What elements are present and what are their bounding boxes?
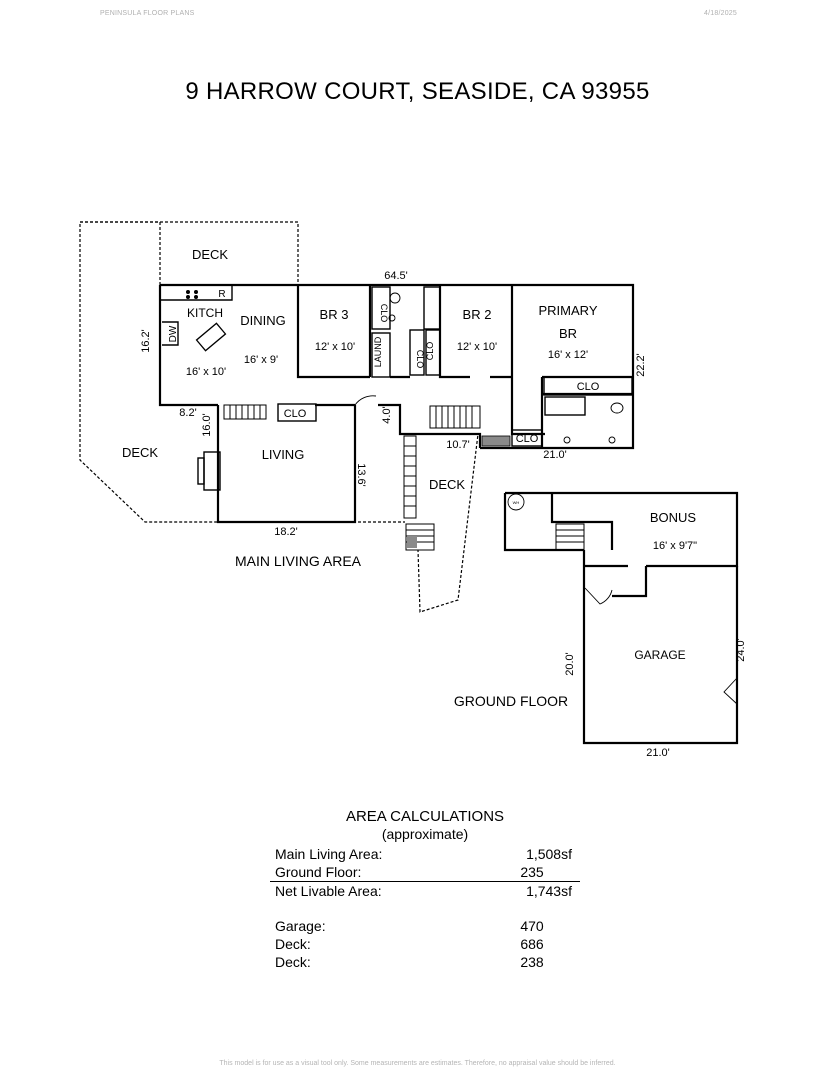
clo-primary-label: CLO: [577, 381, 600, 393]
main-walls: [158, 283, 635, 524]
dim-13-6: 13.6': [355, 463, 367, 487]
area-value: 1,508sf: [526, 846, 572, 862]
area-row: Garage: 470: [270, 917, 580, 935]
clo-primary: [543, 376, 633, 396]
stair-fill-1: [481, 435, 511, 447]
dim-8-2: 8.2': [179, 407, 196, 419]
area-label: Deck:: [275, 954, 311, 970]
clo-hall-label: CLO: [516, 433, 539, 445]
stairs: [223, 404, 585, 551]
main-living-label: MAIN LIVING AREA: [235, 553, 362, 569]
door-garage-side: [723, 677, 738, 705]
clo-br2-b: [425, 329, 441, 376]
dw-label: DW: [168, 325, 179, 342]
living-label: LIVING: [262, 447, 305, 462]
area-row: Deck: 686: [270, 935, 580, 953]
living-clo-label: CLO: [284, 408, 307, 420]
area-title: AREA CALCULATIONS: [345, 808, 505, 825]
area-subtitle: (approximate): [381, 826, 469, 842]
deck-mid-label: DECK: [429, 477, 465, 492]
dim-21-0-main: 21.0': [543, 449, 567, 461]
dim-16-2: 16.2': [140, 329, 152, 353]
stove-icon: [186, 290, 198, 299]
kitchen-island: [195, 322, 227, 352]
fireplace-hearth: [197, 457, 205, 485]
area-value: 470: [520, 918, 544, 934]
living-clo: [277, 403, 317, 422]
br2-size: 12' x 10': [457, 341, 497, 353]
area-value: 238: [520, 954, 544, 970]
ground-floor-label: GROUND FLOOR: [454, 693, 568, 709]
ground-floor-walls: [503, 491, 739, 745]
area-row: Net Livable Area: 1,743sf: [270, 882, 580, 900]
deck-mid-outline: [415, 433, 479, 613]
br3-size: 12' x 10': [315, 341, 355, 353]
primary-size: 16' x 12': [548, 349, 588, 361]
deck-top-outline: [79, 221, 218, 523]
dim-64-5: 64.5': [384, 270, 408, 282]
kitch-label: KITCH: [187, 306, 223, 320]
area-value: 235: [520, 864, 544, 880]
deck-top-right-edge: [80, 221, 299, 285]
disclaimer: This model is for use as a visual tool o…: [219, 1060, 616, 1067]
area-label: Deck:: [275, 936, 311, 952]
door-living: [354, 395, 377, 406]
deck-top-label: DECK: [192, 247, 228, 262]
dim-22-2: 22.2': [635, 353, 647, 377]
kitch-size: 16' x 10': [186, 366, 226, 378]
wh-label: WH: [513, 500, 520, 505]
clo-hall: [511, 429, 543, 447]
stair-fill-2: [407, 536, 417, 548]
dining-size: 16' x 9': [244, 354, 278, 366]
bath-tub-1: [423, 286, 441, 330]
area-label: Ground Floor:: [275, 864, 362, 880]
dim-4-0: 4.0': [381, 406, 393, 423]
area-row: Deck: 238: [270, 953, 580, 971]
primary-tub: [544, 396, 586, 416]
dim-21-0-garage: 21.0': [646, 747, 670, 759]
dining-label: DINING: [240, 313, 286, 328]
laund-room: [371, 332, 391, 378]
area-calculations: AREA CALCULATIONS (approximate) Main Liv…: [270, 808, 580, 971]
area-value: 686: [520, 936, 544, 952]
deck-left-label: DECK: [122, 445, 158, 460]
clo-br2-a: [409, 329, 425, 376]
bonus-size: 16' x 9'7": [653, 540, 697, 552]
dim-16-0: 16.0': [201, 413, 213, 437]
area-label: Garage:: [275, 918, 326, 934]
clo-br2a-label: CLO: [415, 350, 425, 369]
area-value: 1,743sf: [526, 883, 572, 899]
area-label: Net Livable Area:: [275, 883, 382, 899]
dim-10-7: 10.7': [446, 439, 470, 451]
area-label: Main Living Area:: [275, 846, 383, 862]
dim-20-0: 20.0': [564, 652, 576, 676]
area-row: Main Living Area: 1,508sf: [270, 845, 580, 863]
dim-18-2: 18.2': [274, 526, 298, 538]
bonus-label: BONUS: [650, 510, 697, 525]
header-date: 4/18/2025: [704, 10, 737, 17]
clo-br3: [371, 286, 391, 330]
area-row: Ground Floor: 235: [270, 863, 580, 882]
page-title: 9 HARROW COURT, SEASIDE, CA 93955: [185, 78, 650, 105]
br3-label: BR 3: [320, 307, 349, 322]
br2-label: BR 2: [463, 307, 492, 322]
floor-plan: DECK DECK DECK KITCH 16' x 10' DW R DINI…: [79, 221, 747, 759]
primary-br-label: BR: [559, 326, 577, 341]
garage-label: GARAGE: [634, 648, 685, 662]
clo-br3-label: CLO: [379, 304, 389, 323]
primary-label: PRIMARY: [539, 303, 598, 318]
header-company: PENINSULA FLOOR PLANS: [100, 10, 195, 17]
laund-label: LAUND: [373, 336, 383, 367]
clo-br2b-label: CLO: [425, 342, 435, 361]
door-garage: [584, 587, 613, 605]
r-label: R: [218, 289, 225, 300]
dim-24-0: 24.0': [735, 638, 747, 662]
